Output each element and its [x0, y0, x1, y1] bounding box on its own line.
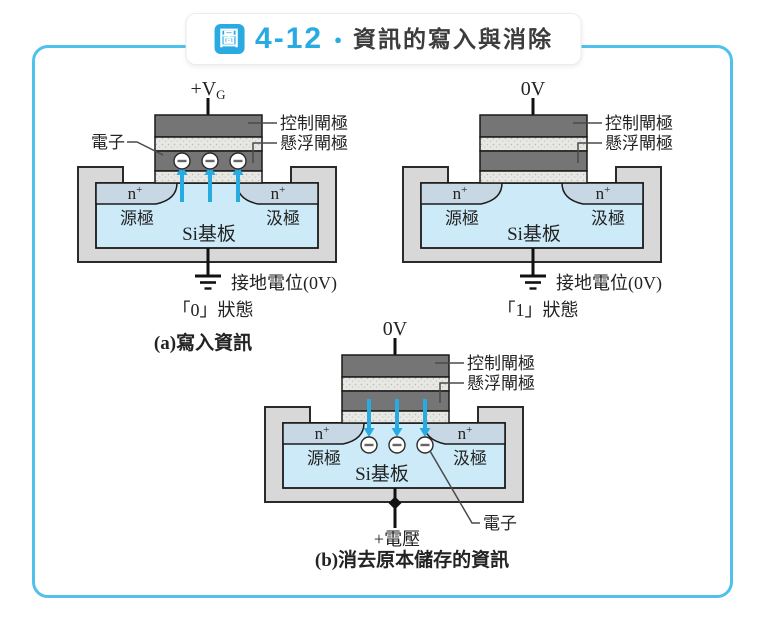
gate-voltage-label: +VG [190, 78, 225, 102]
electron-label: 電子 [91, 133, 125, 152]
source-label: 源極 [307, 449, 341, 468]
electron-pointer [127, 141, 164, 156]
electron-injection-arrows [176, 165, 244, 202]
oxide-layer-top [479, 136, 588, 152]
drain-label: 汲極 [591, 209, 625, 228]
ground-symbol [520, 248, 546, 290]
source-label: 源極 [445, 209, 479, 228]
arrow-up-head-icon [176, 165, 188, 175]
state-0-label: 「0」狀態 [173, 300, 254, 320]
electron-pointer [429, 450, 480, 524]
gate-voltage-label: 0V [383, 318, 408, 340]
nplus-label: n+ [458, 424, 473, 443]
arrow-down-head-icon [391, 428, 403, 437]
control-gate-layer [479, 114, 588, 138]
substrate-label: Si基板 [182, 223, 236, 245]
gate-voltage-label: 0V [521, 78, 546, 100]
source-label: 源極 [120, 209, 154, 228]
positive-voltage-label: +電壓 [374, 529, 420, 549]
oxide-layer-top [341, 376, 450, 392]
floating-gate-pointer [439, 382, 464, 403]
nplus-label: n+ [271, 184, 286, 203]
control-gate-layer [341, 354, 450, 378]
figure-title-box: 圖 4-12 ● 資訊的寫入與消除 [185, 13, 582, 65]
control-gate-label: 控制閘極 [280, 114, 348, 133]
floating-gate-label: 懸浮閘極 [605, 134, 673, 153]
oxide-layer-bottom [479, 170, 588, 184]
control-gate-label: 控制閘極 [467, 354, 535, 373]
electron-label: 電子 [483, 514, 517, 533]
caption-b: (b)消去原本儲存的資訊 [315, 548, 509, 571]
figure-tag-icon: 圖 [214, 24, 245, 54]
arrow-down-head-icon [363, 428, 375, 437]
floating-gate-pointer [577, 142, 602, 163]
arrow-up-head-icon [204, 165, 216, 175]
oxide-layer-top [154, 136, 263, 152]
nplus-label: n+ [596, 184, 611, 203]
write-state1-diagram: 0V 控制閘極 懸浮閘極 n+ n+ 源極 汲極 Si基板 接地電位(0V) 「… [402, 78, 673, 320]
control-gate-layer [154, 114, 263, 138]
figure-number: 4-12 [255, 22, 324, 55]
floating-gate-pointer [252, 142, 277, 163]
ground-potential-label: 接地電位(0V) [556, 273, 662, 294]
bullet-icon: ● [334, 31, 342, 47]
state-1-label: 「1」狀態 [498, 300, 579, 320]
substrate-label: Si基板 [355, 463, 409, 485]
floating-gate-label: 懸浮閘極 [280, 134, 348, 153]
caption-a: (a)寫入資訊 [154, 331, 252, 354]
nplus-label: n+ [315, 424, 330, 443]
electron-ejection-arrows [363, 399, 431, 437]
floating-gate-label: 懸浮閘極 [467, 374, 535, 393]
erase-diagram: 0V 控制閘極 懸浮閘極 n+ n+ 源極 [264, 318, 535, 571]
nplus-label: n+ [128, 184, 143, 203]
released-electrons [360, 436, 434, 454]
substrate-label: Si基板 [507, 223, 561, 245]
contact-node-icon [388, 496, 402, 510]
floating-gate-layer [479, 150, 588, 172]
ground-symbol [195, 248, 221, 290]
nplus-label: n+ [453, 184, 468, 203]
arrow-down-head-icon [419, 428, 431, 437]
ground-potential-label: 接地電位(0V) [231, 273, 337, 294]
write-state0-diagram: +VG 控制閘極 懸浮閘極 電子 [77, 78, 348, 354]
arrow-up-head-icon [232, 165, 244, 175]
drain-label: 汲極 [266, 209, 300, 228]
figure-title: 資訊的寫入與消除 [352, 25, 553, 52]
drain-label: 汲極 [453, 449, 487, 468]
control-gate-label: 控制閘極 [605, 114, 673, 133]
stored-electrons [173, 152, 247, 170]
